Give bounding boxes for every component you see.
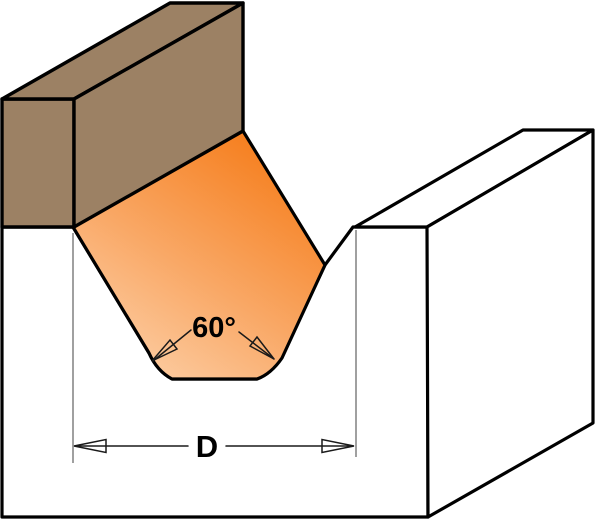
angle-annotation	[151, 329, 275, 362]
dimension-arrowhead-left	[73, 438, 107, 454]
angle-arrowhead-left	[151, 338, 179, 362]
dimension-d	[73, 438, 355, 454]
wood-block	[0, 1, 245, 229]
angle-arrow-right-shaft	[238, 331, 275, 360]
wood-block-side-face	[72, 1, 245, 229]
wood-block-front-face	[0, 97, 76, 229]
workpiece-right-face	[425, 128, 595, 519]
angle-arrow-left-shaft	[152, 329, 192, 362]
angle-label: 60°	[192, 312, 236, 344]
angle-arrowhead-right	[248, 335, 275, 360]
dimension-arrowhead-right	[321, 438, 355, 454]
dimension-label: D	[196, 429, 218, 464]
